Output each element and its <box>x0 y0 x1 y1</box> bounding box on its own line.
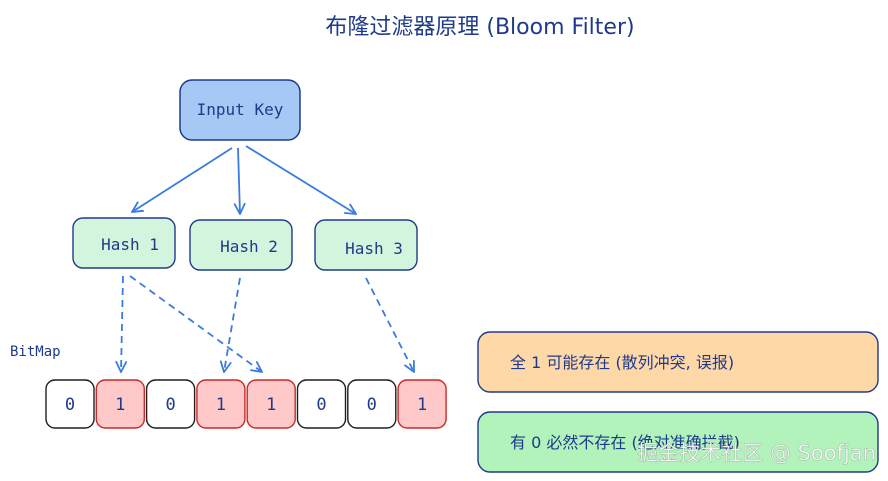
input-key-label: Input Key <box>197 100 284 119</box>
note-all-one-text: 全 1 可能存在 (散列冲突, 误报) <box>510 353 734 372</box>
bit-value: 1 <box>266 395 276 415</box>
bit-cell-box <box>347 379 397 429</box>
bit-cell-5: 0 <box>296 379 347 429</box>
bit-cell-1: 1 <box>95 379 146 429</box>
hash-1-label: Hash 1 <box>101 235 159 254</box>
arrow-input-hash1 <box>132 147 233 212</box>
bit-value: 1 <box>417 395 427 415</box>
bit-cell-0: 0 <box>45 379 95 429</box>
note-has-zero: 有 0 必然不存在 (绝对准确拦截) <box>477 411 879 473</box>
bit-value: 1 <box>115 395 125 415</box>
hash-node-1: Hash 1 <box>72 217 176 269</box>
bit-cell-box <box>196 379 246 429</box>
hash-3-label: Hash 3 <box>345 239 403 258</box>
diagram-title: 布隆过滤器原理 (Bloom Filter) <box>325 15 634 40</box>
input-to-hash-arrows <box>132 145 356 214</box>
arrow-hash1-bit1 <box>121 275 123 372</box>
bit-cell-box <box>246 379 296 429</box>
bit-value: 1 <box>216 395 226 415</box>
hash-node-2: Hash 2 <box>189 219 293 271</box>
bit-cell-box <box>95 379 146 429</box>
bit-cell-box <box>145 379 196 429</box>
arrow-hash1-bit4 <box>129 275 262 372</box>
bit-value: 0 <box>65 395 75 415</box>
bit-cell-box <box>397 379 447 429</box>
hash-to-bit-arrows <box>121 275 414 372</box>
bit-cell-3: 1 <box>196 379 246 429</box>
note-has-zero-text: 有 0 必然不存在 (绝对准确拦截) <box>510 433 740 452</box>
watermark: 掘金技术社区 @ Soofjan <box>637 441 876 465</box>
arrow-input-hash2 <box>238 147 240 214</box>
arrow-hash3-bit7 <box>365 277 414 372</box>
bit-value: 0 <box>165 395 175 415</box>
bit-cell-4: 1 <box>246 379 296 429</box>
hash-2-label: Hash 2 <box>220 237 278 256</box>
bit-cell-6: 0 <box>347 379 397 429</box>
bitmap-label: BitMap <box>10 344 61 360</box>
bitmap-cells: 0 1 0 1 1 0 0 1 <box>45 379 447 429</box>
bit-cell-box <box>45 379 95 429</box>
note-all-one: 全 1 可能存在 (散列冲突, 误报) <box>477 331 879 393</box>
bit-cell-7: 1 <box>397 379 447 429</box>
bit-value: 0 <box>316 395 326 415</box>
bit-cell-2: 0 <box>145 379 196 429</box>
bit-cell-box <box>296 379 347 429</box>
hash-node-3: Hash 3 <box>314 219 418 271</box>
bit-value: 0 <box>367 395 377 415</box>
arrow-input-hash3 <box>245 145 356 214</box>
input-key-node: Input Key <box>179 79 301 141</box>
arrow-hash2-bit3 <box>224 277 241 372</box>
